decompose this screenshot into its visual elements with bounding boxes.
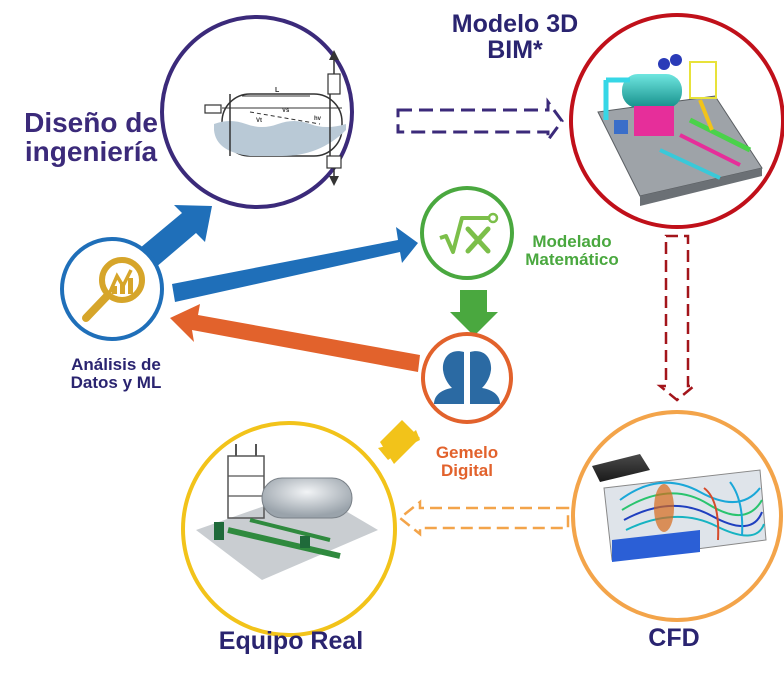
label-bim-line2: BIM* bbox=[487, 36, 543, 65]
node-math-model bbox=[420, 186, 514, 280]
label-math-line1: Modelado bbox=[532, 232, 612, 251]
label-math-model: Modelado Matemático bbox=[512, 233, 632, 269]
arrow-twin-to-analysis bbox=[170, 304, 420, 372]
label-real-equipment: Equipo Real bbox=[218, 627, 364, 655]
arrow-cfd-to-real bbox=[397, 499, 570, 537]
node-digital-twin bbox=[421, 332, 513, 424]
arrow-analysis-to-engineering bbox=[140, 205, 212, 268]
dim-l-label: L bbox=[275, 87, 280, 94]
dim-vt-label: Vt bbox=[256, 118, 262, 124]
vessel-drawing-icon: L Vt Vs hv bbox=[204, 50, 346, 186]
label-bim-model: Modelo 3D BIM* bbox=[420, 11, 610, 64]
label-twin-line1: Gemelo bbox=[435, 443, 499, 462]
dim-vs-label: Vs bbox=[282, 108, 290, 114]
label-digital-twin: Gemelo Digital bbox=[417, 444, 517, 480]
label-data-analysis: Análisis de Datos y ML bbox=[54, 356, 178, 392]
node-bim-model bbox=[569, 13, 784, 229]
square-root-x-icon bbox=[439, 212, 499, 254]
twin-heads-icon bbox=[434, 351, 500, 404]
label-engineering-line2: ingeniería bbox=[24, 136, 158, 168]
arrow-twin-to-real-head bbox=[380, 420, 420, 464]
separator-plant-icon bbox=[196, 444, 378, 580]
label-analysis-line1: Análisis de bbox=[71, 355, 161, 374]
node-data-analysis bbox=[60, 237, 164, 341]
label-cfd: CFD bbox=[648, 624, 700, 652]
cfd-streamlines-icon bbox=[592, 454, 767, 562]
label-math-line2: Matemático bbox=[525, 249, 619, 269]
label-engineering-line1: Diseño de bbox=[24, 107, 158, 138]
node-engineering-design: L Vt Vs hv bbox=[160, 15, 354, 209]
node-real-equipment bbox=[181, 421, 397, 637]
dim-hv-label: hv bbox=[314, 116, 322, 122]
magnifier-chart-icon bbox=[82, 257, 145, 322]
arrow-bim-to-cfd bbox=[656, 234, 698, 402]
node-cfd bbox=[571, 410, 783, 622]
label-bim-line1: Modelo 3D bbox=[451, 10, 579, 38]
bim-skid-icon bbox=[597, 54, 763, 206]
arrow-analysis-to-math bbox=[172, 227, 418, 302]
label-engineering-design: Diseño de ingeniería bbox=[6, 108, 176, 167]
arrow-engineering-to-bim bbox=[396, 97, 564, 145]
label-analysis-line2: Datos y ML bbox=[70, 372, 162, 392]
label-twin-line2: Digital bbox=[441, 460, 493, 480]
arrow-math-to-twin bbox=[450, 290, 498, 336]
